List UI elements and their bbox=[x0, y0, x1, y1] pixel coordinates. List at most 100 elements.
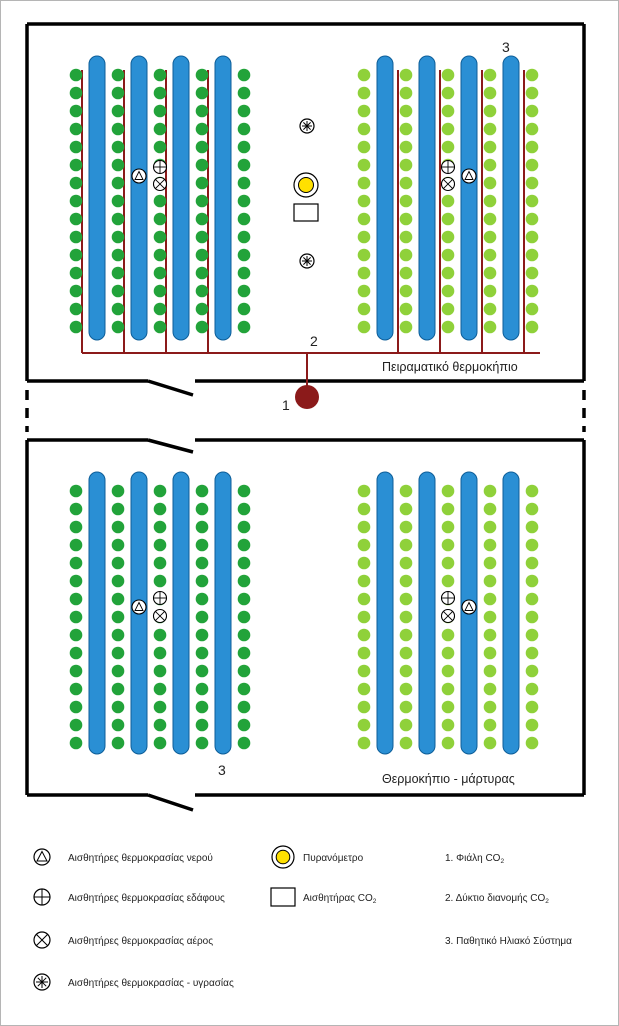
plant-dot bbox=[69, 302, 83, 316]
plant-dot bbox=[237, 176, 251, 190]
plant-dot bbox=[111, 610, 125, 624]
plant-dot bbox=[357, 574, 371, 588]
plant-dot bbox=[441, 248, 455, 262]
plant-dot bbox=[237, 68, 251, 82]
plant-dot bbox=[69, 556, 83, 570]
plant-dot bbox=[111, 230, 125, 244]
plant-dot bbox=[483, 176, 497, 190]
plant-dot bbox=[441, 140, 455, 154]
plant-dot bbox=[69, 284, 83, 298]
plant-dot bbox=[69, 592, 83, 606]
plant-dot bbox=[357, 194, 371, 208]
plant-dot bbox=[111, 86, 125, 100]
plant-dot bbox=[111, 484, 125, 498]
plant-dot bbox=[483, 122, 497, 136]
solar-tube bbox=[214, 55, 232, 341]
plant-dot bbox=[69, 104, 83, 118]
plant-dot bbox=[399, 86, 413, 100]
plant-dot bbox=[483, 484, 497, 498]
solar-tube bbox=[418, 471, 436, 755]
plant-dot bbox=[525, 700, 539, 714]
plant-dot bbox=[153, 736, 167, 750]
plant-dot bbox=[153, 628, 167, 642]
plant-dot bbox=[195, 646, 209, 660]
co2-network bbox=[81, 70, 540, 386]
plant-dot bbox=[111, 664, 125, 678]
plant-dot bbox=[357, 104, 371, 118]
plant-dot bbox=[195, 484, 209, 498]
plant-dot bbox=[153, 122, 167, 136]
air-temp-sensor-icon bbox=[152, 608, 168, 624]
plant-dot bbox=[111, 122, 125, 136]
plant-dot bbox=[195, 104, 209, 118]
plant-dot bbox=[153, 86, 167, 100]
plant-dot bbox=[69, 158, 83, 172]
solar-tube bbox=[172, 471, 190, 755]
plant-dot bbox=[69, 248, 83, 262]
plant-dot bbox=[483, 302, 497, 316]
plant-dot bbox=[69, 502, 83, 516]
temp-humidity-sensor-icon bbox=[33, 973, 51, 991]
plant-dot bbox=[153, 230, 167, 244]
plant-dot bbox=[483, 556, 497, 570]
plant-dot bbox=[153, 140, 167, 154]
plant-dot bbox=[111, 248, 125, 262]
plant-dot bbox=[237, 248, 251, 262]
plant-dot bbox=[525, 302, 539, 316]
plant-dot bbox=[357, 628, 371, 642]
plant-dot bbox=[441, 122, 455, 136]
soil-temp-sensor-icon bbox=[152, 590, 168, 606]
plant-dot bbox=[237, 628, 251, 642]
plant-dot bbox=[525, 104, 539, 118]
plant-dot bbox=[525, 538, 539, 552]
plant-dot bbox=[399, 538, 413, 552]
plant-dot bbox=[153, 68, 167, 82]
plant-dot bbox=[237, 320, 251, 334]
plant-dot bbox=[237, 266, 251, 280]
co2-sensor-icon bbox=[293, 203, 319, 222]
plant-dot bbox=[195, 320, 209, 334]
solar-tube bbox=[502, 471, 520, 755]
plant-dot bbox=[237, 104, 251, 118]
plant-dot bbox=[195, 502, 209, 516]
plant-dot bbox=[441, 556, 455, 570]
plant-dot bbox=[483, 212, 497, 226]
plant-dot bbox=[153, 700, 167, 714]
plant-dot bbox=[195, 86, 209, 100]
plant-dot bbox=[357, 230, 371, 244]
plant-dot bbox=[357, 86, 371, 100]
solar-tube bbox=[214, 471, 232, 755]
air-temp-sensor-icon bbox=[152, 176, 168, 192]
plant-dot bbox=[111, 682, 125, 696]
plant-dot bbox=[111, 592, 125, 606]
plant-dot bbox=[111, 538, 125, 552]
plant-dot bbox=[525, 574, 539, 588]
plant-dot bbox=[357, 538, 371, 552]
plant-dot bbox=[111, 718, 125, 732]
plant-dot bbox=[399, 592, 413, 606]
plant-dot bbox=[195, 230, 209, 244]
plant-dot bbox=[357, 266, 371, 280]
water-temp-sensor-icon bbox=[33, 848, 51, 866]
sensor-groups bbox=[131, 159, 477, 624]
plant-dot bbox=[483, 86, 497, 100]
solar-tube bbox=[502, 55, 520, 341]
plant-dot bbox=[441, 664, 455, 678]
plant-dot bbox=[237, 302, 251, 316]
solar-tube bbox=[376, 471, 394, 755]
plant-dot bbox=[153, 538, 167, 552]
plant-dot bbox=[525, 140, 539, 154]
plant-dot bbox=[237, 682, 251, 696]
plant-dot bbox=[237, 194, 251, 208]
plant-dot bbox=[153, 664, 167, 678]
plant-dot bbox=[237, 610, 251, 624]
plant-dot bbox=[69, 140, 83, 154]
plant-dot bbox=[195, 718, 209, 732]
solar-tube bbox=[88, 471, 106, 755]
plant-dot bbox=[525, 212, 539, 226]
plant-dot bbox=[357, 68, 371, 82]
plant-dot bbox=[525, 230, 539, 244]
solar-tube bbox=[460, 55, 478, 341]
legend-pyranometer: Πυρανόμετρο bbox=[303, 852, 364, 864]
plant-dot bbox=[483, 682, 497, 696]
